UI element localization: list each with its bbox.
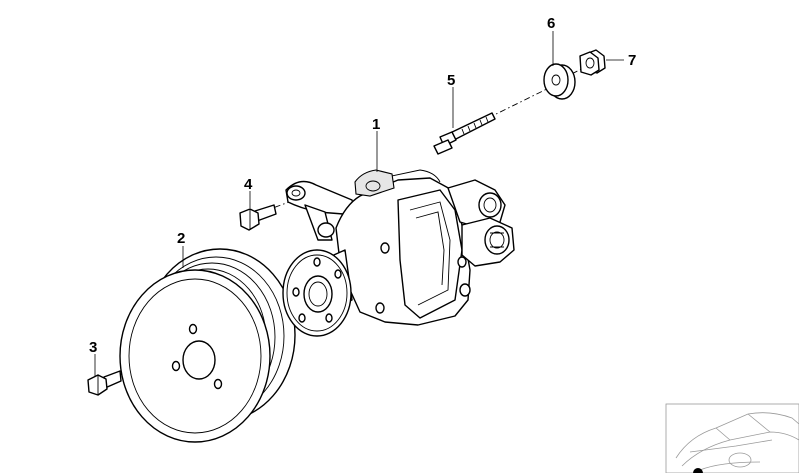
washer-icon	[543, 63, 576, 100]
stud-bolt[interactable]	[433, 112, 496, 155]
leader-lines	[94, 31, 624, 376]
washer[interactable]	[543, 63, 576, 100]
hex-bolt-icon	[239, 204, 277, 231]
belt-pulley-icon[interactable]	[119, 248, 296, 443]
callout-1[interactable]: 1	[372, 116, 380, 133]
hex-nut-icon	[579, 49, 606, 76]
stud-bolt-icon	[433, 112, 496, 155]
callout-4[interactable]: 4	[244, 176, 253, 193]
callout-2[interactable]: 2	[177, 230, 185, 247]
nut[interactable]	[579, 49, 606, 76]
car-thumbnail[interactable]	[665, 403, 799, 473]
callout-3[interactable]: 3	[89, 339, 97, 356]
callout-7[interactable]: 7	[628, 52, 636, 69]
pulley-bolt[interactable]	[87, 370, 122, 396]
callout-labels: 1 2 3 4 5 6 7	[89, 15, 636, 356]
bracket-bolt[interactable]	[239, 204, 277, 231]
callout-6[interactable]: 6	[547, 15, 555, 32]
power-steering-pump-icon[interactable]	[282, 169, 515, 337]
car-outline-icon	[675, 412, 799, 473]
hex-bolt-icon	[87, 370, 122, 396]
callout-5[interactable]: 5	[447, 72, 455, 89]
